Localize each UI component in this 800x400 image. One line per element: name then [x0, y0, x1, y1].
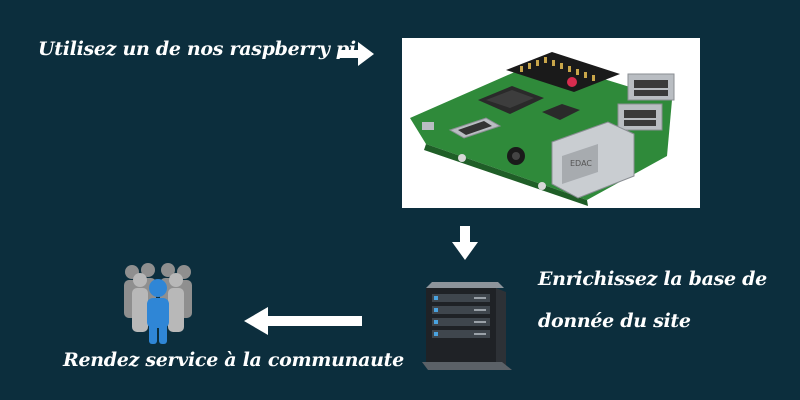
arrow-down-icon — [452, 226, 478, 260]
server-icon — [422, 282, 512, 370]
step-2-text: Enrichissez la base de donnée du site — [538, 258, 767, 342]
step-2-line-1: Enrichissez la base de — [538, 268, 767, 290]
people-icon — [124, 263, 192, 344]
arrow-right-icon — [338, 42, 374, 66]
step-1-text: Utilisez un de nos raspberry pi — [38, 38, 356, 60]
raspberry-pi-board-image: EDAC — [410, 52, 675, 206]
step-3-text: Rendez service à la communaute — [63, 349, 404, 371]
arrow-left-icon — [244, 307, 362, 335]
raspberry-pi-photo: EDAC — [402, 38, 700, 208]
ethernet-chip-label: EDAC — [570, 159, 592, 168]
step-2-line-2: donnée du site — [538, 310, 691, 332]
